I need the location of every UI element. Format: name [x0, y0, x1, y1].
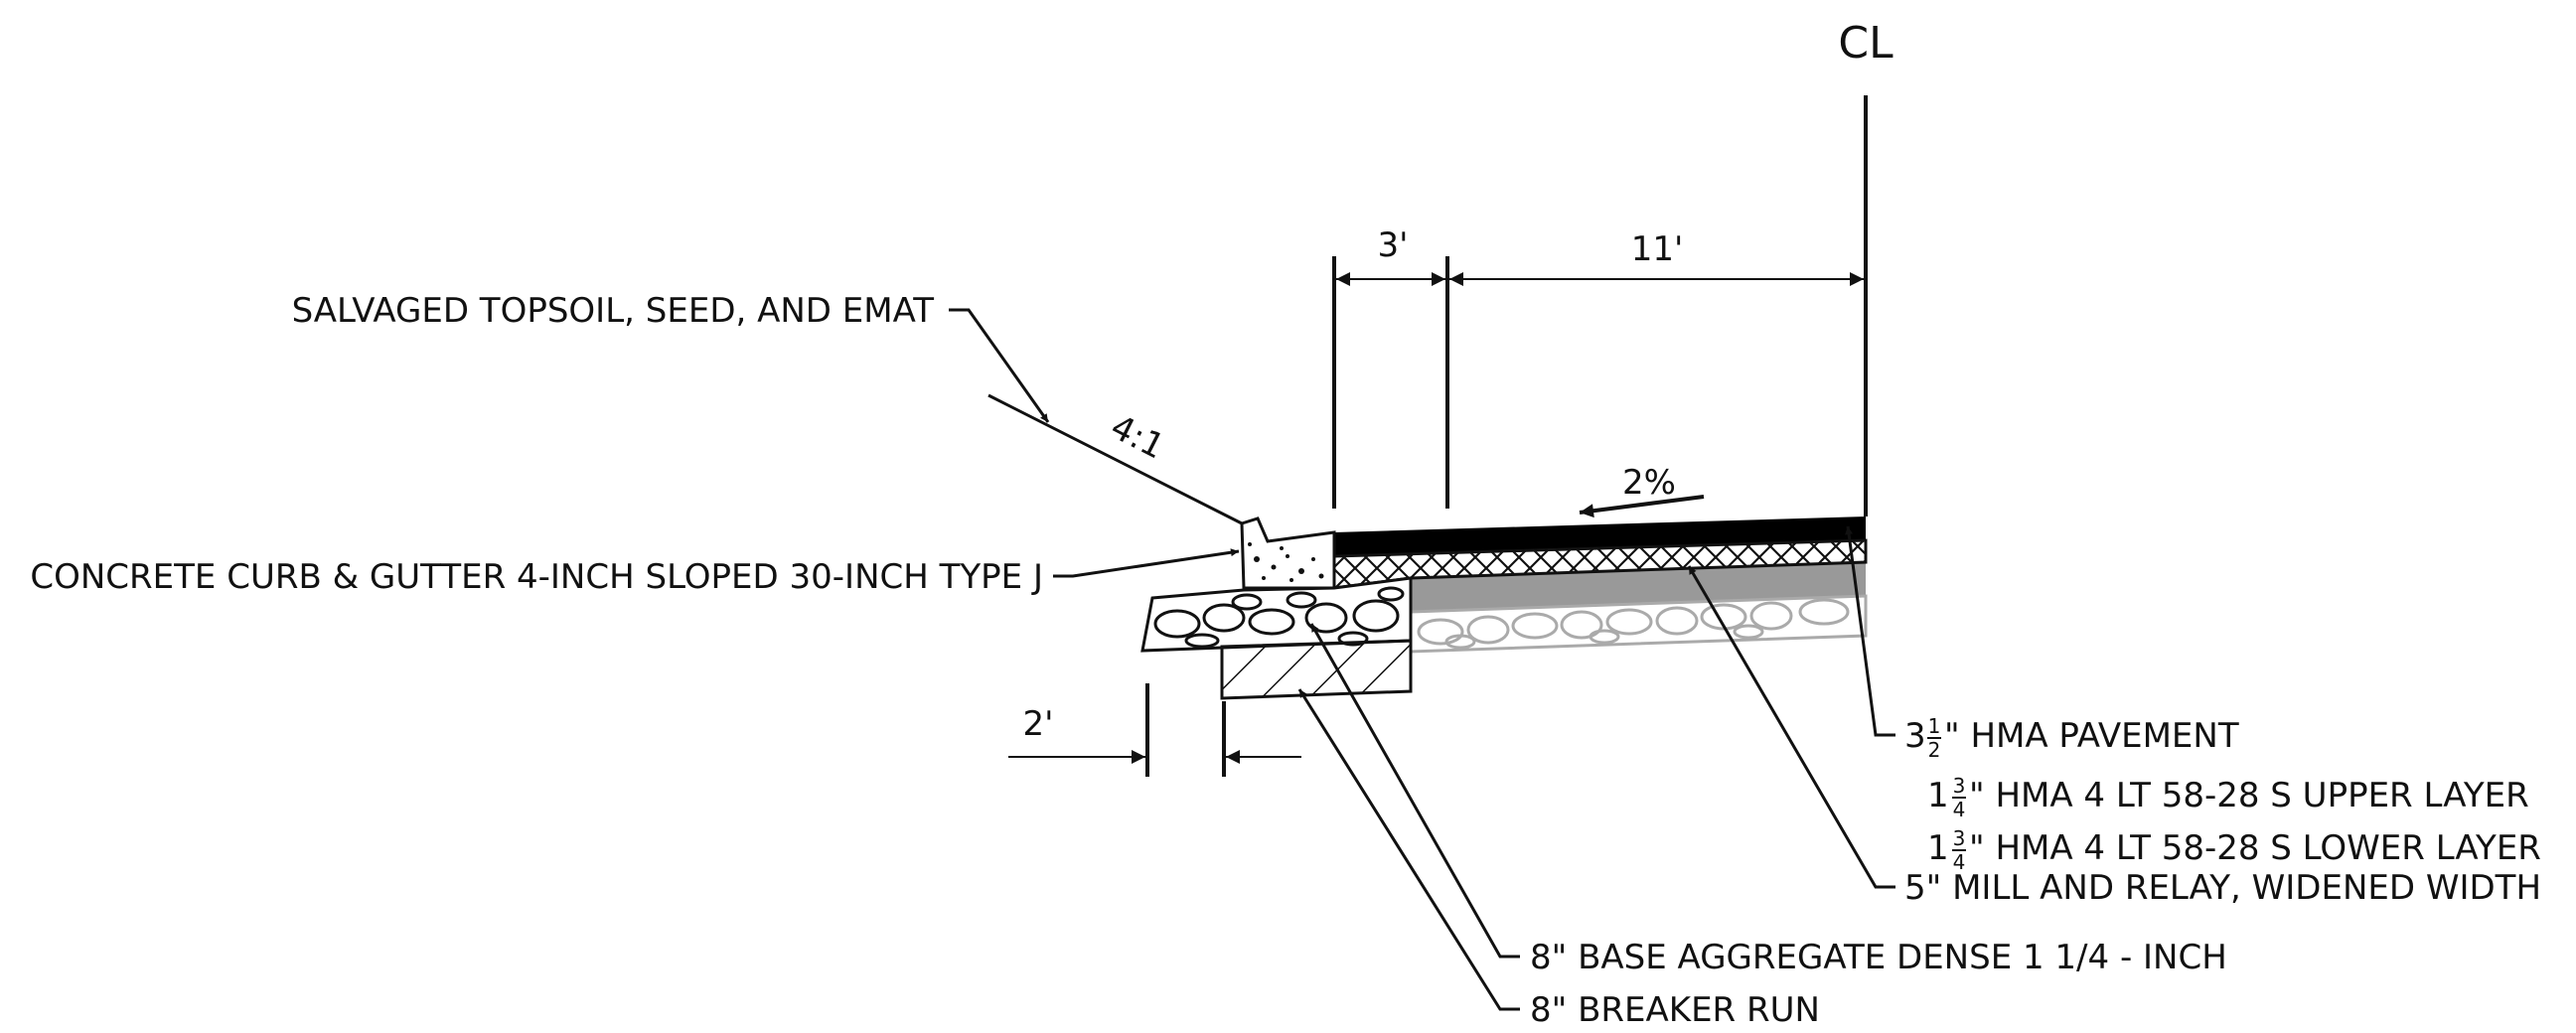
hma-upper-label: 1 3 4 " HMA 4 LT 58-28 S UPPER LAYER: [1927, 774, 2529, 821]
offset-width-label: 2': [1023, 704, 1054, 744]
hma-surface-layer: [1334, 516, 1866, 556]
lane-width-label: 11': [1631, 229, 1684, 269]
hma-upper-num: 3: [1953, 774, 1966, 798]
curb-callout: CONCRETE CURB & GUTTER 4-INCH SLOPED 30-…: [30, 548, 1240, 597]
curb-and-gutter: [1240, 516, 1336, 590]
breaker-run: [1220, 639, 1413, 700]
hma-lower-whole: 1: [1927, 828, 1949, 868]
hma-total-num: 1: [1928, 714, 1941, 738]
hma-lower-label: 1 3 4 " HMA 4 LT 58-28 S LOWER LAYER: [1927, 826, 2541, 874]
base-aggregate-label: 8" BASE AGGREGATE DENSE 1 1/4 - INCH: [1530, 938, 2227, 977]
top-dimensions: 3' 11': [1332, 225, 1864, 509]
topsoil-label: SALVAGED TOPSOIL, SEED, AND EMAT: [292, 291, 935, 331]
hma-lower-text: " HMA 4 LT 58-28 S LOWER LAYER: [1969, 828, 2541, 868]
existing-aggregate-stones: [1417, 598, 1850, 650]
hma-total-den: 2: [1928, 738, 1941, 762]
curb-label: CONCRETE CURB & GUTTER 4-INCH SLOPED 30-…: [30, 557, 1043, 597]
base-aggregate-callout: [1309, 623, 1520, 959]
cross-slope-indicator: 2%: [1579, 463, 1705, 518]
hma-upper-den: 4: [1953, 798, 1966, 821]
foreslope: 4:1: [987, 393, 1243, 525]
hma-lower-den: 4: [1953, 850, 1966, 874]
hma-total-label: 3 1 2 " HMA PAVEMENT: [1904, 714, 2239, 762]
hma-total-text: " HMA PAVEMENT: [1944, 716, 2239, 756]
mill-relay-callout: [1687, 565, 1895, 889]
topsoil-callout: SALVAGED TOPSOIL, SEED, AND EMAT: [292, 291, 1050, 423]
hma-pavement-callout: [1845, 525, 1895, 737]
offset-dimension: 2': [1008, 683, 1301, 777]
hma-upper-text: " HMA 4 LT 58-28 S UPPER LAYER: [1969, 776, 2529, 815]
base-aggregate: [1140, 576, 1413, 653]
mill-relay-label: 5" MILL AND RELAY, WIDENED WIDTH: [1904, 868, 2541, 908]
hma-upper-whole: 1: [1927, 776, 1949, 815]
breaker-run-callout: [1297, 688, 1520, 1011]
centerline-label: CL: [1838, 18, 1894, 69]
centerline: CL: [1838, 18, 1894, 516]
hma-total-whole: 3: [1904, 716, 1926, 756]
cross-slope-label: 2%: [1622, 463, 1676, 503]
hma-lower-num: 3: [1953, 826, 1966, 850]
shoulder-width-label: 3': [1378, 225, 1409, 265]
breaker-run-label: 8" BREAKER RUN: [1530, 990, 1820, 1030]
